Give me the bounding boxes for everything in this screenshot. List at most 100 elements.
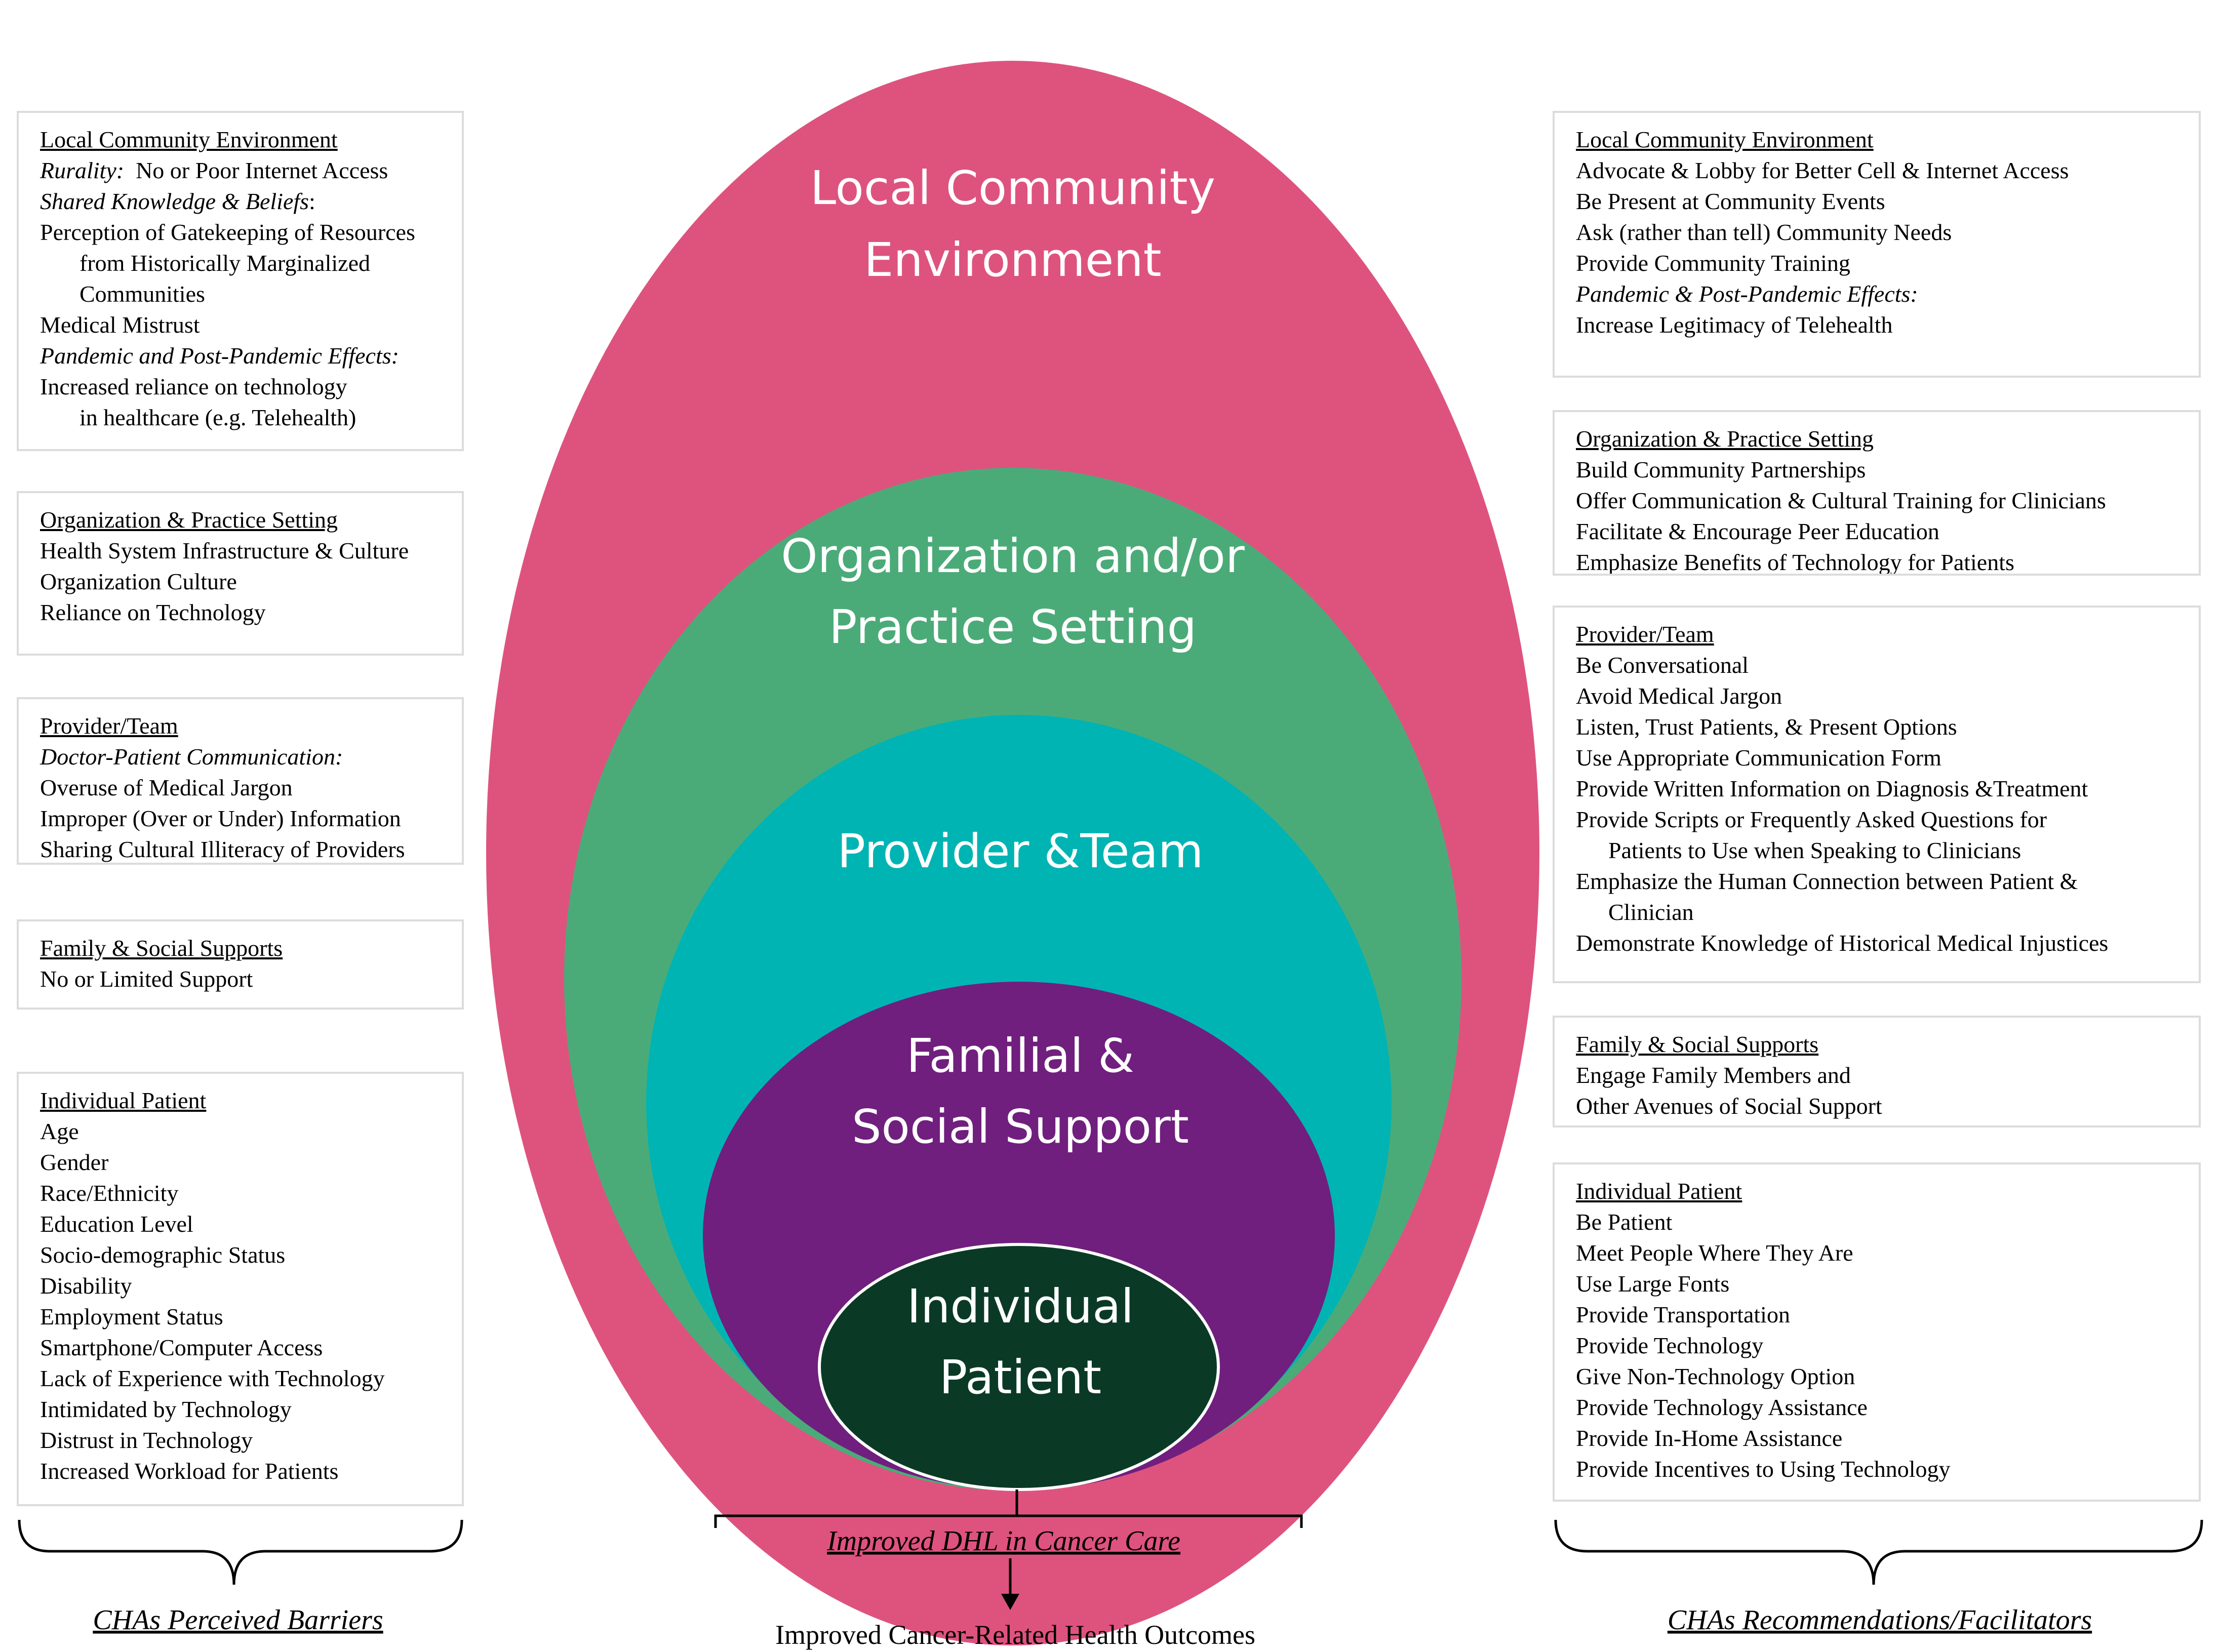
box-line: Listen, Trust Patients, & Present Option… [1576, 711, 2184, 742]
box-line: Provide Incentives to Using Technology [1576, 1454, 2184, 1484]
box-line-text: Distrust in Technology [40, 1427, 253, 1453]
box-line-italic: Rurality: [40, 157, 125, 183]
box-heading: Individual Patient [1576, 1178, 1742, 1204]
box-line: Clinician [1576, 897, 2184, 928]
center-caption: Improved DHL in Cancer Care [826, 1525, 1180, 1557]
box-line: Increased Workload for Patients [40, 1456, 447, 1486]
box-line-text: Improper (Over or Under) Information [40, 805, 401, 831]
box-line: Doctor-Patient Communication: [40, 741, 447, 772]
box-line: Be Present at Community Events [1576, 186, 2184, 217]
box-line-text: Gender [40, 1149, 109, 1175]
box-line-text: Age [40, 1118, 79, 1144]
box-line-text: Use Large Fonts [1576, 1271, 1730, 1297]
box-line-text: No or Poor Internet Access [124, 157, 388, 183]
box-line: Emphasize Benefits of Technology for Pat… [1576, 547, 2184, 575]
box-line: Age [40, 1116, 447, 1147]
barriers-community-box: Local Community Environment Rurality: No… [17, 111, 464, 451]
ring-label-organization: Organization and/or [781, 529, 1245, 583]
box-line-text: Increased Workload for Patients [40, 1458, 339, 1484]
brackets [18, 1489, 2203, 1595]
box-line: Lack of Experience with Technology [40, 1363, 447, 1394]
box-line-text: Listen, Trust Patients, & Present Option… [1576, 714, 1957, 740]
box-line: Medical Mistrust [40, 309, 447, 340]
box-line: Education Level [40, 1208, 447, 1239]
outcome-arrowhead [1001, 1594, 1019, 1610]
box-line: Provide In-Home Assistance [1576, 1423, 2184, 1454]
box-line-text: Increased reliance on technology [40, 374, 347, 399]
box-line-text: Provide Incentives to Using Technology [1576, 1456, 1951, 1482]
box-line: Shared Knowledge & Beliefs: [40, 186, 447, 217]
box-line: Smartphone/Computer Access [40, 1332, 447, 1363]
box-line-text: Provide In-Home Assistance [1576, 1425, 1843, 1451]
ring-label-organization: Practice Setting [829, 600, 1197, 654]
box-heading: Provider/Team [40, 713, 178, 739]
box-line: Rurality: No or Poor Internet Access [40, 155, 447, 186]
box-line-text: in healthcare (e.g. Telehealth) [80, 405, 356, 430]
box-line: Provide Transportation [1576, 1299, 2184, 1330]
box-line: Employment Status [40, 1301, 447, 1332]
recommendations-community-box: Local Community Environment Advocate & L… [1553, 111, 2201, 378]
box-line: Advocate & Lobby for Better Cell & Inter… [1576, 155, 2184, 186]
box-line-italic: Doctor-Patient Communication: [40, 744, 343, 770]
box-line-text: Overuse of Medical Jargon [40, 775, 293, 800]
ring-label-community: Environment [864, 233, 1161, 287]
box-line-text: Give Non-Technology Option [1576, 1363, 1855, 1389]
box-line-text: Use Appropriate Communication Form [1576, 745, 1941, 771]
right-brace [1554, 1519, 2203, 1585]
box-line: Other Avenues of Social Support [1576, 1091, 2184, 1121]
box-line-text: Health System Infrastructure & Culture [40, 538, 409, 563]
recommendations-organization-box: Organization & Practice Setting Build Co… [1553, 410, 2201, 576]
box-heading: Local Community Environment [1576, 127, 1874, 152]
box-heading: Provider/Team [1576, 621, 1714, 647]
box-line-text: Offer Communication & Cultural Training … [1576, 488, 2106, 513]
barriers-provider-box: Provider/Team Doctor-Patient Communicati… [17, 697, 464, 865]
box-line: Sharing Cultural Illiteracy of Providers [40, 834, 447, 863]
box-line-text: Patients to Use when Speaking to Clinici… [1608, 837, 2021, 863]
box-line: Facilitate & Encourage Peer Education [1576, 516, 2184, 547]
box-line-text: from Historically Marginalized [80, 250, 370, 276]
box-line-text: Race/Ethnicity [40, 1180, 179, 1206]
box-line: Intimidated by Technology [40, 1394, 447, 1425]
box-line-text: Avoid Medical Jargon [1576, 683, 1782, 709]
box-heading: Family & Social Supports [1576, 1031, 1819, 1057]
box-line-text: Organization Culture [40, 569, 237, 594]
box-line-text: Other Avenues of Social Support [1576, 1093, 1882, 1119]
box-line: Use Large Fonts [1576, 1268, 2184, 1299]
box-line-text: Engage Family Members and [1576, 1062, 1851, 1088]
box-line: Disability [40, 1270, 447, 1301]
box-line: Give Non-Technology Option [1576, 1361, 2184, 1392]
ring-label-provider: Provider &Team [838, 824, 1204, 878]
box-line-text: Perception of Gatekeeping of Resources [40, 219, 415, 245]
box-line-text: Education Level [40, 1211, 193, 1237]
box-line: Provide Community Training [1576, 248, 2184, 278]
box-line: Provide Technology [1576, 1330, 2184, 1361]
box-line: Pandemic and Post-Pandemic Effects: [40, 340, 447, 371]
box-line-text: Be Patient [1576, 1209, 1673, 1235]
box-line-text: Demonstrate Knowledge of Historical Medi… [1576, 930, 2109, 956]
box-line-text: Provide Written Information on Diagnosis… [1576, 776, 2088, 801]
box-line: Be Patient [1576, 1206, 2184, 1237]
box-line: Pandemic & Post-Pandemic Effects: [1576, 278, 2184, 309]
box-line: No or Limited Support [40, 963, 447, 994]
box-line: Organization Culture [40, 566, 447, 597]
barriers-organization-box: Organization & Practice Setting Health S… [17, 491, 464, 656]
ring-label-individual: Individual [907, 1279, 1134, 1334]
box-line: Increased reliance on technology [40, 371, 447, 402]
box-line-text: Clinician [1608, 899, 1694, 925]
left-caption: CHAs Perceived Barriers [93, 1604, 383, 1636]
box-heading: Individual Patient [40, 1087, 207, 1113]
ring-label-familial: Social Support [852, 1100, 1189, 1154]
box-line-text: Provide Scripts or Frequently Asked Ques… [1576, 807, 2047, 832]
box-line-text: Emphasize Benefits of Technology for Pat… [1576, 549, 2014, 575]
box-line: Health System Infrastructure & Culture [40, 535, 447, 566]
box-line: Ask (rather than tell) Community Needs [1576, 217, 2184, 248]
box-line-italic: Pandemic and Post-Pandemic Effects: [40, 343, 399, 369]
box-line-text: Advocate & Lobby for Better Cell & Inter… [1576, 157, 2069, 183]
box-line: Perception of Gatekeeping of Resources [40, 217, 447, 248]
box-line-text: Provide Technology Assistance [1576, 1394, 1868, 1420]
left-brace [18, 1519, 463, 1585]
box-line-text: Socio-demographic Status [40, 1242, 286, 1268]
